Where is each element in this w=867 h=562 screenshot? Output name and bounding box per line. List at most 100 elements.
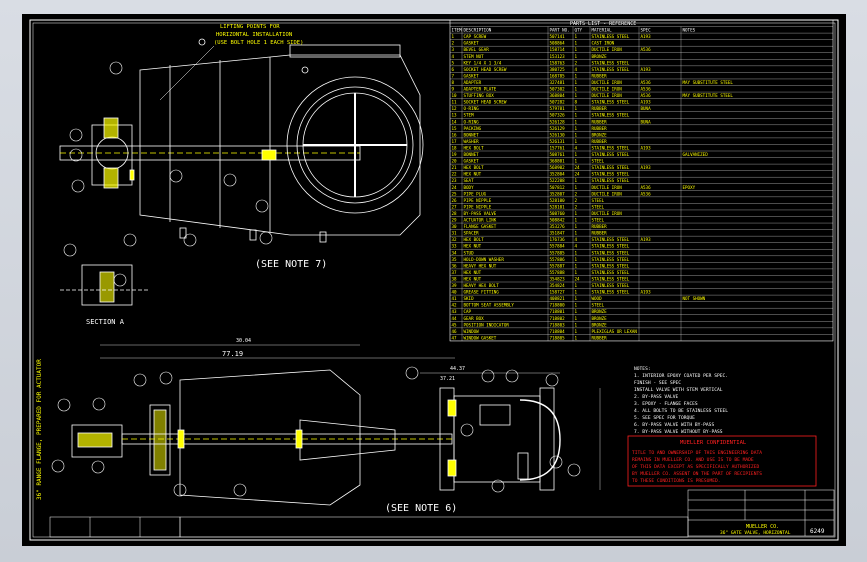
parts-cell: 1: [575, 80, 578, 85]
parts-cell: 153123: [550, 54, 566, 59]
parts-cell: 45: [452, 322, 458, 327]
parts-cell: CAP SCREW: [464, 34, 487, 39]
parts-cell: 23: [452, 178, 458, 183]
parts-cell: 557888: [550, 270, 566, 275]
parts-cell: 1: [575, 132, 578, 137]
parts-cell: BUNA: [641, 119, 652, 124]
parts-cell: 408821: [550, 296, 566, 301]
parts-cell: 353276: [550, 224, 566, 229]
parts-cell: 4: [575, 67, 578, 72]
parts-cell: 26: [452, 198, 458, 203]
parts-cell: BODY: [464, 185, 475, 190]
parts-cell: STUFFING BOX: [464, 93, 495, 98]
parts-cell: STEEL: [592, 159, 605, 164]
parts-cell: O-RING: [464, 119, 480, 124]
confidential-box: MUELLER CONFIDENTIAL TITLE TO AND OWNERS…: [627, 435, 817, 487]
parts-cell: 522208: [550, 178, 566, 183]
parts-cell: 508760: [550, 211, 566, 216]
parts-cell: BRONZE: [592, 54, 608, 59]
parts-cell: STEEL: [592, 218, 605, 223]
parts-cell: A193: [641, 34, 652, 39]
parts-cell: BEVEL GEAR: [464, 47, 490, 52]
parts-cell: 20: [452, 159, 458, 164]
note-line: 5. SEE SPEC FOR TORQUE: [634, 415, 695, 421]
parts-cell: 1: [575, 322, 578, 327]
parts-cell: RUBBER: [592, 139, 608, 144]
parts-cell: HEX NUT: [464, 244, 482, 249]
parts-cell: 36: [452, 263, 458, 268]
parts-cell: A193: [641, 145, 652, 150]
parts-cell: HEX BOLT: [464, 145, 485, 150]
parts-cell: 41: [452, 296, 458, 301]
parts-cell: 27: [452, 204, 458, 209]
parts-cell: 718801: [550, 309, 566, 314]
confidential-line-4: BY MUELLER CO. ASSENT ON THE PART OF REC…: [632, 471, 762, 477]
parts-cell: 557884: [550, 244, 566, 249]
parts-cell: BRONZE: [592, 132, 608, 137]
parts-header-2: PART NO.: [550, 28, 570, 33]
parts-cell: 368801: [550, 159, 566, 164]
parts-cell: STAINLESS STEEL: [592, 276, 630, 281]
parts-cell: 1: [452, 34, 455, 39]
parts-cell: STAINLESS STEEL: [592, 152, 630, 157]
parts-cell: 4: [452, 54, 455, 59]
elevation-view: [71, 369, 561, 506]
parts-cell: 718803: [550, 322, 566, 327]
parts-cell: HEX BOLT: [464, 165, 485, 170]
dim-4437: 44.37: [450, 366, 465, 372]
item-balloons-top: [63, 61, 273, 287]
note-line: NOTES:: [634, 366, 651, 372]
section-a-label: SECTION A: [86, 318, 125, 326]
parts-cell: 1: [575, 159, 578, 164]
parts-cell: A193: [641, 67, 652, 72]
note-line: 6. BY-PASS VALVE WITH BY-PASS: [634, 422, 714, 428]
note-line: INSTALL VALVE WITH STEM VERTICAL: [634, 387, 723, 393]
parts-cell: PIPE NIPPLE: [464, 198, 492, 203]
parts-cell: RUBBER: [592, 126, 608, 131]
parts-cell: 1: [575, 257, 578, 262]
parts-cell: 24: [575, 172, 581, 177]
parts-cell: 1: [575, 250, 578, 255]
parts-cell: A536: [641, 185, 652, 190]
parts-cell: 528101: [550, 204, 566, 209]
parts-cell: RUBBER: [592, 119, 608, 124]
parts-cell: STAINLESS STEEL: [592, 263, 630, 268]
parts-cell: HEX NUT: [464, 276, 482, 281]
parts-cell: 42: [452, 303, 458, 308]
parts-cell: DUCTILE IRON: [592, 47, 623, 52]
parts-cell: STEEL: [592, 198, 605, 203]
parts-cell: 2: [452, 41, 455, 46]
confidential-line-2: REMAINS IN MUELLER CO. AND USE IS TO BE …: [632, 457, 754, 463]
parts-cell: 507812: [550, 185, 566, 190]
parts-cell: 1: [575, 73, 578, 78]
parts-cell: 1: [575, 126, 578, 131]
parts-cell: 352807: [550, 191, 566, 196]
parts-cell: 15: [452, 126, 458, 131]
parts-cell: 1: [575, 41, 578, 46]
parts-cell: 1: [575, 263, 578, 268]
parts-cell: 507326: [550, 113, 566, 118]
parts-cell: 1: [575, 178, 578, 183]
parts-cell: 19: [452, 152, 458, 157]
parts-cell: 24: [452, 185, 458, 190]
parts-cell: 6: [452, 67, 455, 72]
parts-list-title: PARTS LIST - REFERENCE: [570, 21, 636, 27]
parts-cell: 526129: [550, 126, 566, 131]
parts-cell: RUBBER: [592, 231, 608, 236]
parts-cell: SKID: [464, 296, 475, 301]
parts-cell: 43: [452, 309, 458, 314]
parts-cell: 14: [452, 119, 458, 124]
parts-cell: 354824: [550, 283, 566, 288]
parts-cell: STEM: [464, 113, 475, 118]
parts-cell: A193: [641, 165, 652, 170]
parts-cell: STAINLESS STEEL: [592, 60, 630, 65]
parts-cell: ADAPTER PLATE: [464, 87, 497, 92]
parts-cell: 508842: [550, 218, 566, 223]
parts-cell: 1: [575, 296, 578, 301]
parts-cell: 354823: [550, 276, 566, 281]
parts-cell: STAINLESS STEEL: [592, 257, 630, 262]
parts-cell: 507302: [550, 87, 566, 92]
see-note-7-label: (SEE NOTE 7): [255, 259, 327, 270]
parts-cell: 351847: [550, 231, 566, 236]
